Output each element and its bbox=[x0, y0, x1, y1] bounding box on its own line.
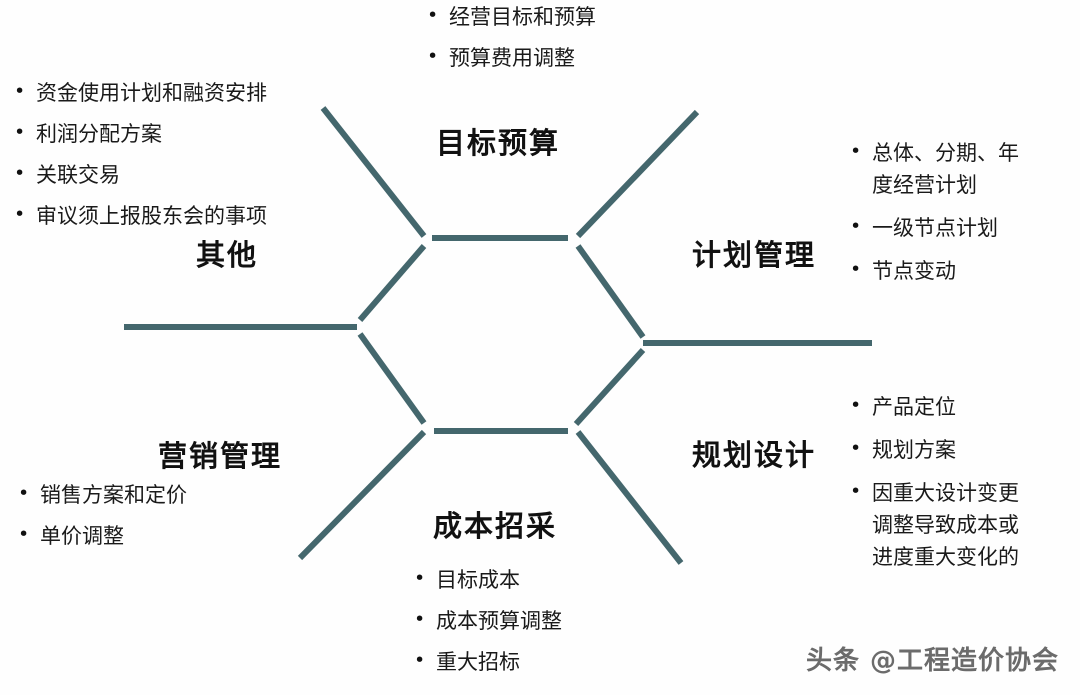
list-item: 一级节点计划 bbox=[848, 212, 1066, 245]
branch-label-other: 其他 bbox=[196, 238, 259, 272]
bullet-list-design: 产品定位 规划方案 因重大设计变更 调整导致成本或 进度重大变化的 bbox=[848, 391, 1070, 585]
branch-label-cost: 成本招采 bbox=[433, 509, 558, 543]
bullet-list-marketing: 销售方案和定价 单价调整 bbox=[16, 479, 187, 562]
ray-other bbox=[320, 106, 427, 238]
list-item: 成本预算调整 bbox=[412, 605, 562, 638]
ray-cost-left bbox=[297, 429, 427, 561]
hex-edge-lower-right bbox=[573, 347, 646, 427]
branch-label-design: 规划设计 bbox=[692, 438, 817, 472]
watermark: 头条 @工程造价协会 bbox=[806, 646, 1060, 676]
list-item: 目标成本 bbox=[412, 564, 562, 597]
hex-edge-lower-left bbox=[357, 332, 427, 425]
list-item: 单价调整 bbox=[16, 520, 187, 553]
list-item: 产品定位 bbox=[848, 391, 1070, 424]
list-item: 节点变动 bbox=[848, 255, 1066, 288]
bullet-list-other: 资金使用计划和融资安排 利润分配方案 关联交易 审议须上报股东会的事项 bbox=[12, 77, 267, 242]
list-item: 总体、分期、年 度经营计划 bbox=[848, 137, 1066, 202]
list-item: 规划方案 bbox=[848, 434, 1070, 467]
list-item: 审议须上报股东会的事项 bbox=[12, 200, 267, 233]
bullet-list-plan: 总体、分期、年 度经营计划 一级节点计划 节点变动 bbox=[848, 137, 1066, 299]
branch-label-plan: 计划管理 bbox=[692, 238, 817, 272]
list-item: 利润分配方案 bbox=[12, 118, 267, 151]
hex-edge-upper-right bbox=[575, 244, 646, 339]
list-item: 经营目标和预算 bbox=[425, 1, 596, 34]
bullet-list-cost: 目标成本 成本预算调整 重大招标 bbox=[412, 564, 562, 688]
list-item: 销售方案和定价 bbox=[16, 479, 187, 512]
branch-label-marketing: 营销管理 bbox=[158, 439, 283, 473]
list-item: 因重大设计变更 调整导致成本或 进度重大变化的 bbox=[848, 477, 1070, 574]
list-item: 重大招标 bbox=[412, 646, 562, 679]
branch-label-budget: 目标预算 bbox=[436, 126, 561, 160]
ray-cost-right bbox=[575, 430, 684, 565]
bullet-list-budget: 经营目标和预算 预算费用调整 bbox=[425, 1, 596, 84]
list-item: 预算费用调整 bbox=[425, 42, 596, 75]
list-item: 关联交易 bbox=[12, 159, 267, 192]
hex-edge-upper-left bbox=[357, 244, 427, 322]
list-item: 资金使用计划和融资安排 bbox=[12, 77, 267, 110]
ray-plan bbox=[575, 109, 700, 239]
